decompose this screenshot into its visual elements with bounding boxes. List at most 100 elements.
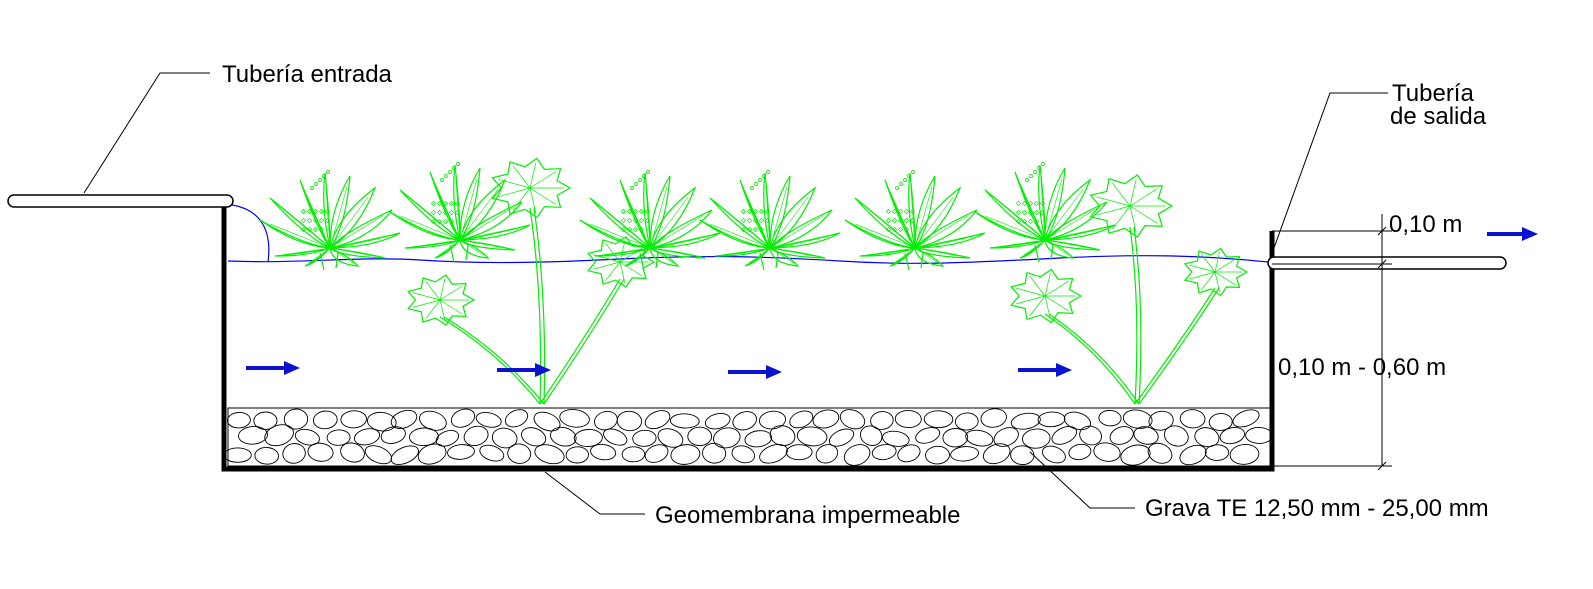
gravel-stone xyxy=(870,411,894,430)
gravel-stone xyxy=(732,411,757,431)
gravel-stone xyxy=(1122,409,1153,429)
gravel-stone xyxy=(559,408,590,428)
gravel-stone xyxy=(340,442,365,463)
gravel-stone xyxy=(590,443,617,461)
gravel-stone xyxy=(796,426,828,447)
gravel-stone xyxy=(744,430,773,448)
gravel-stone xyxy=(1041,445,1066,464)
gravel-stone xyxy=(1179,444,1207,466)
gravel-stone xyxy=(1148,410,1174,431)
gravel-stone xyxy=(897,444,921,463)
gravel-stone xyxy=(993,427,1019,447)
gravel-stone xyxy=(1208,413,1233,431)
gravel-stone xyxy=(312,410,338,430)
gravel-stone xyxy=(980,408,1007,428)
emergent-plant xyxy=(407,157,656,405)
rosette-plant xyxy=(579,170,721,271)
gravel-stone xyxy=(417,443,447,465)
gravel-stone xyxy=(253,411,278,430)
outlet-pipe-label-line2: de salida xyxy=(1390,103,1487,130)
gravel-stone xyxy=(550,426,577,447)
gravel-stone xyxy=(769,425,796,447)
flow-arrow xyxy=(1018,363,1072,377)
gravel-stone xyxy=(1120,444,1151,466)
inlet-label-leader xyxy=(83,72,210,194)
gravel-stone xyxy=(669,413,700,429)
gravel-stone xyxy=(731,445,756,464)
gravel-stone xyxy=(1232,409,1260,428)
gravel-stone xyxy=(1179,409,1206,429)
gravel-stone xyxy=(419,410,447,431)
gravel-stone xyxy=(785,444,813,461)
gravel-stone xyxy=(1098,409,1122,427)
gravel-stone xyxy=(283,408,309,430)
gravel-stone xyxy=(843,444,871,466)
gravel-stone xyxy=(942,428,969,448)
gravel-stone xyxy=(759,444,788,464)
gravel-stone xyxy=(435,430,460,447)
gravel-stone xyxy=(1079,425,1102,446)
gravel-stone xyxy=(282,443,306,464)
gravel-stone xyxy=(1037,411,1066,428)
rosette-plant xyxy=(699,170,841,271)
gravel-stone xyxy=(616,410,643,432)
inlet-water-fall xyxy=(231,204,270,263)
flow-arrows xyxy=(246,361,1072,379)
gravel-stone xyxy=(264,424,294,447)
broad-leaf xyxy=(407,274,476,326)
gravel-stone xyxy=(758,410,787,430)
gravel-stone xyxy=(367,411,397,432)
geomembrane-label: Geomembrana impermeable xyxy=(655,502,960,529)
gravel-stone xyxy=(254,447,279,465)
gravel-stone xyxy=(871,444,897,461)
gravel-stone xyxy=(479,444,505,462)
gravel-stone xyxy=(1133,426,1159,445)
broad-leaf xyxy=(1010,268,1083,324)
gravel-stone xyxy=(1109,426,1134,445)
broad-leaf xyxy=(491,157,572,219)
freeboard-dimension-label: 0,10 m xyxy=(1389,211,1462,238)
outlet-label-leader xyxy=(1269,92,1388,260)
inlet-pipe xyxy=(7,194,234,208)
gravel-stone xyxy=(925,445,950,465)
gravel-stone xyxy=(573,429,603,447)
gravel-stone xyxy=(1010,412,1041,430)
gravel-stone xyxy=(632,429,657,447)
gravel-stone xyxy=(812,409,840,429)
rosette-plant xyxy=(389,162,531,263)
gravel-stone xyxy=(1163,425,1189,447)
gravel-stone xyxy=(1204,444,1230,461)
gravel-stone xyxy=(894,409,922,429)
gravel-stone xyxy=(603,428,628,446)
outlet-pipe xyxy=(1267,256,1507,270)
gravel-stone xyxy=(326,429,351,446)
gravel-stone xyxy=(828,428,855,447)
gravel-stone xyxy=(1147,442,1173,464)
gravel-stone xyxy=(450,408,476,428)
flow-arrow xyxy=(246,361,300,375)
gravel-stone xyxy=(621,446,646,463)
gravel-stone xyxy=(565,446,589,464)
gravel-stone xyxy=(670,444,701,465)
gravel-stone xyxy=(950,446,980,462)
gravel-stone xyxy=(238,426,268,445)
plants-group xyxy=(259,157,1249,405)
gravel-stone xyxy=(860,425,883,446)
liner-label-leader xyxy=(544,471,645,515)
gravel-stone xyxy=(390,409,418,429)
gravel-stone xyxy=(965,429,994,447)
outlet-flow-arrow xyxy=(1487,227,1538,241)
flow-arrow xyxy=(497,363,551,377)
gravel-stone xyxy=(839,409,866,430)
gravel-stone xyxy=(982,443,1011,465)
water-depth-dimension-label: 0,10 m - 0,60 m xyxy=(1278,354,1446,381)
gravel-stone xyxy=(687,426,713,447)
gravel-stone xyxy=(307,442,334,462)
dimension-lines xyxy=(1272,214,1392,471)
gravel-stone xyxy=(1068,443,1092,461)
gravel-label-leader xyxy=(1029,451,1135,509)
gravel-stone xyxy=(353,428,381,446)
gravel-stone xyxy=(1219,427,1245,445)
gravel-stone xyxy=(521,427,547,447)
